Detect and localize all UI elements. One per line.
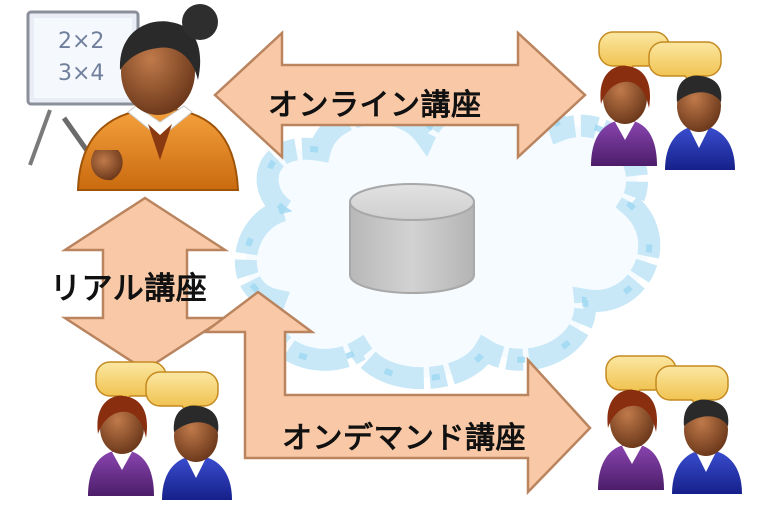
teacher-icon: 2×2 3×4 xyxy=(26,4,240,191)
database-icon xyxy=(349,183,475,294)
students-icon xyxy=(598,355,742,494)
whiteboard-line-1: 2×2 xyxy=(58,29,104,54)
on-demand-course-label: オンデマンド講座 xyxy=(282,421,526,456)
whiteboard-line-2: 3×4 xyxy=(58,61,104,86)
students-icon xyxy=(88,361,232,500)
students-icon xyxy=(591,31,735,170)
online-course-label: オンライン講座 xyxy=(268,88,482,123)
real-course-label: リアル講座 xyxy=(50,271,208,307)
on-demand-course-arrow xyxy=(201,290,592,496)
online-course-arrow xyxy=(213,30,587,160)
